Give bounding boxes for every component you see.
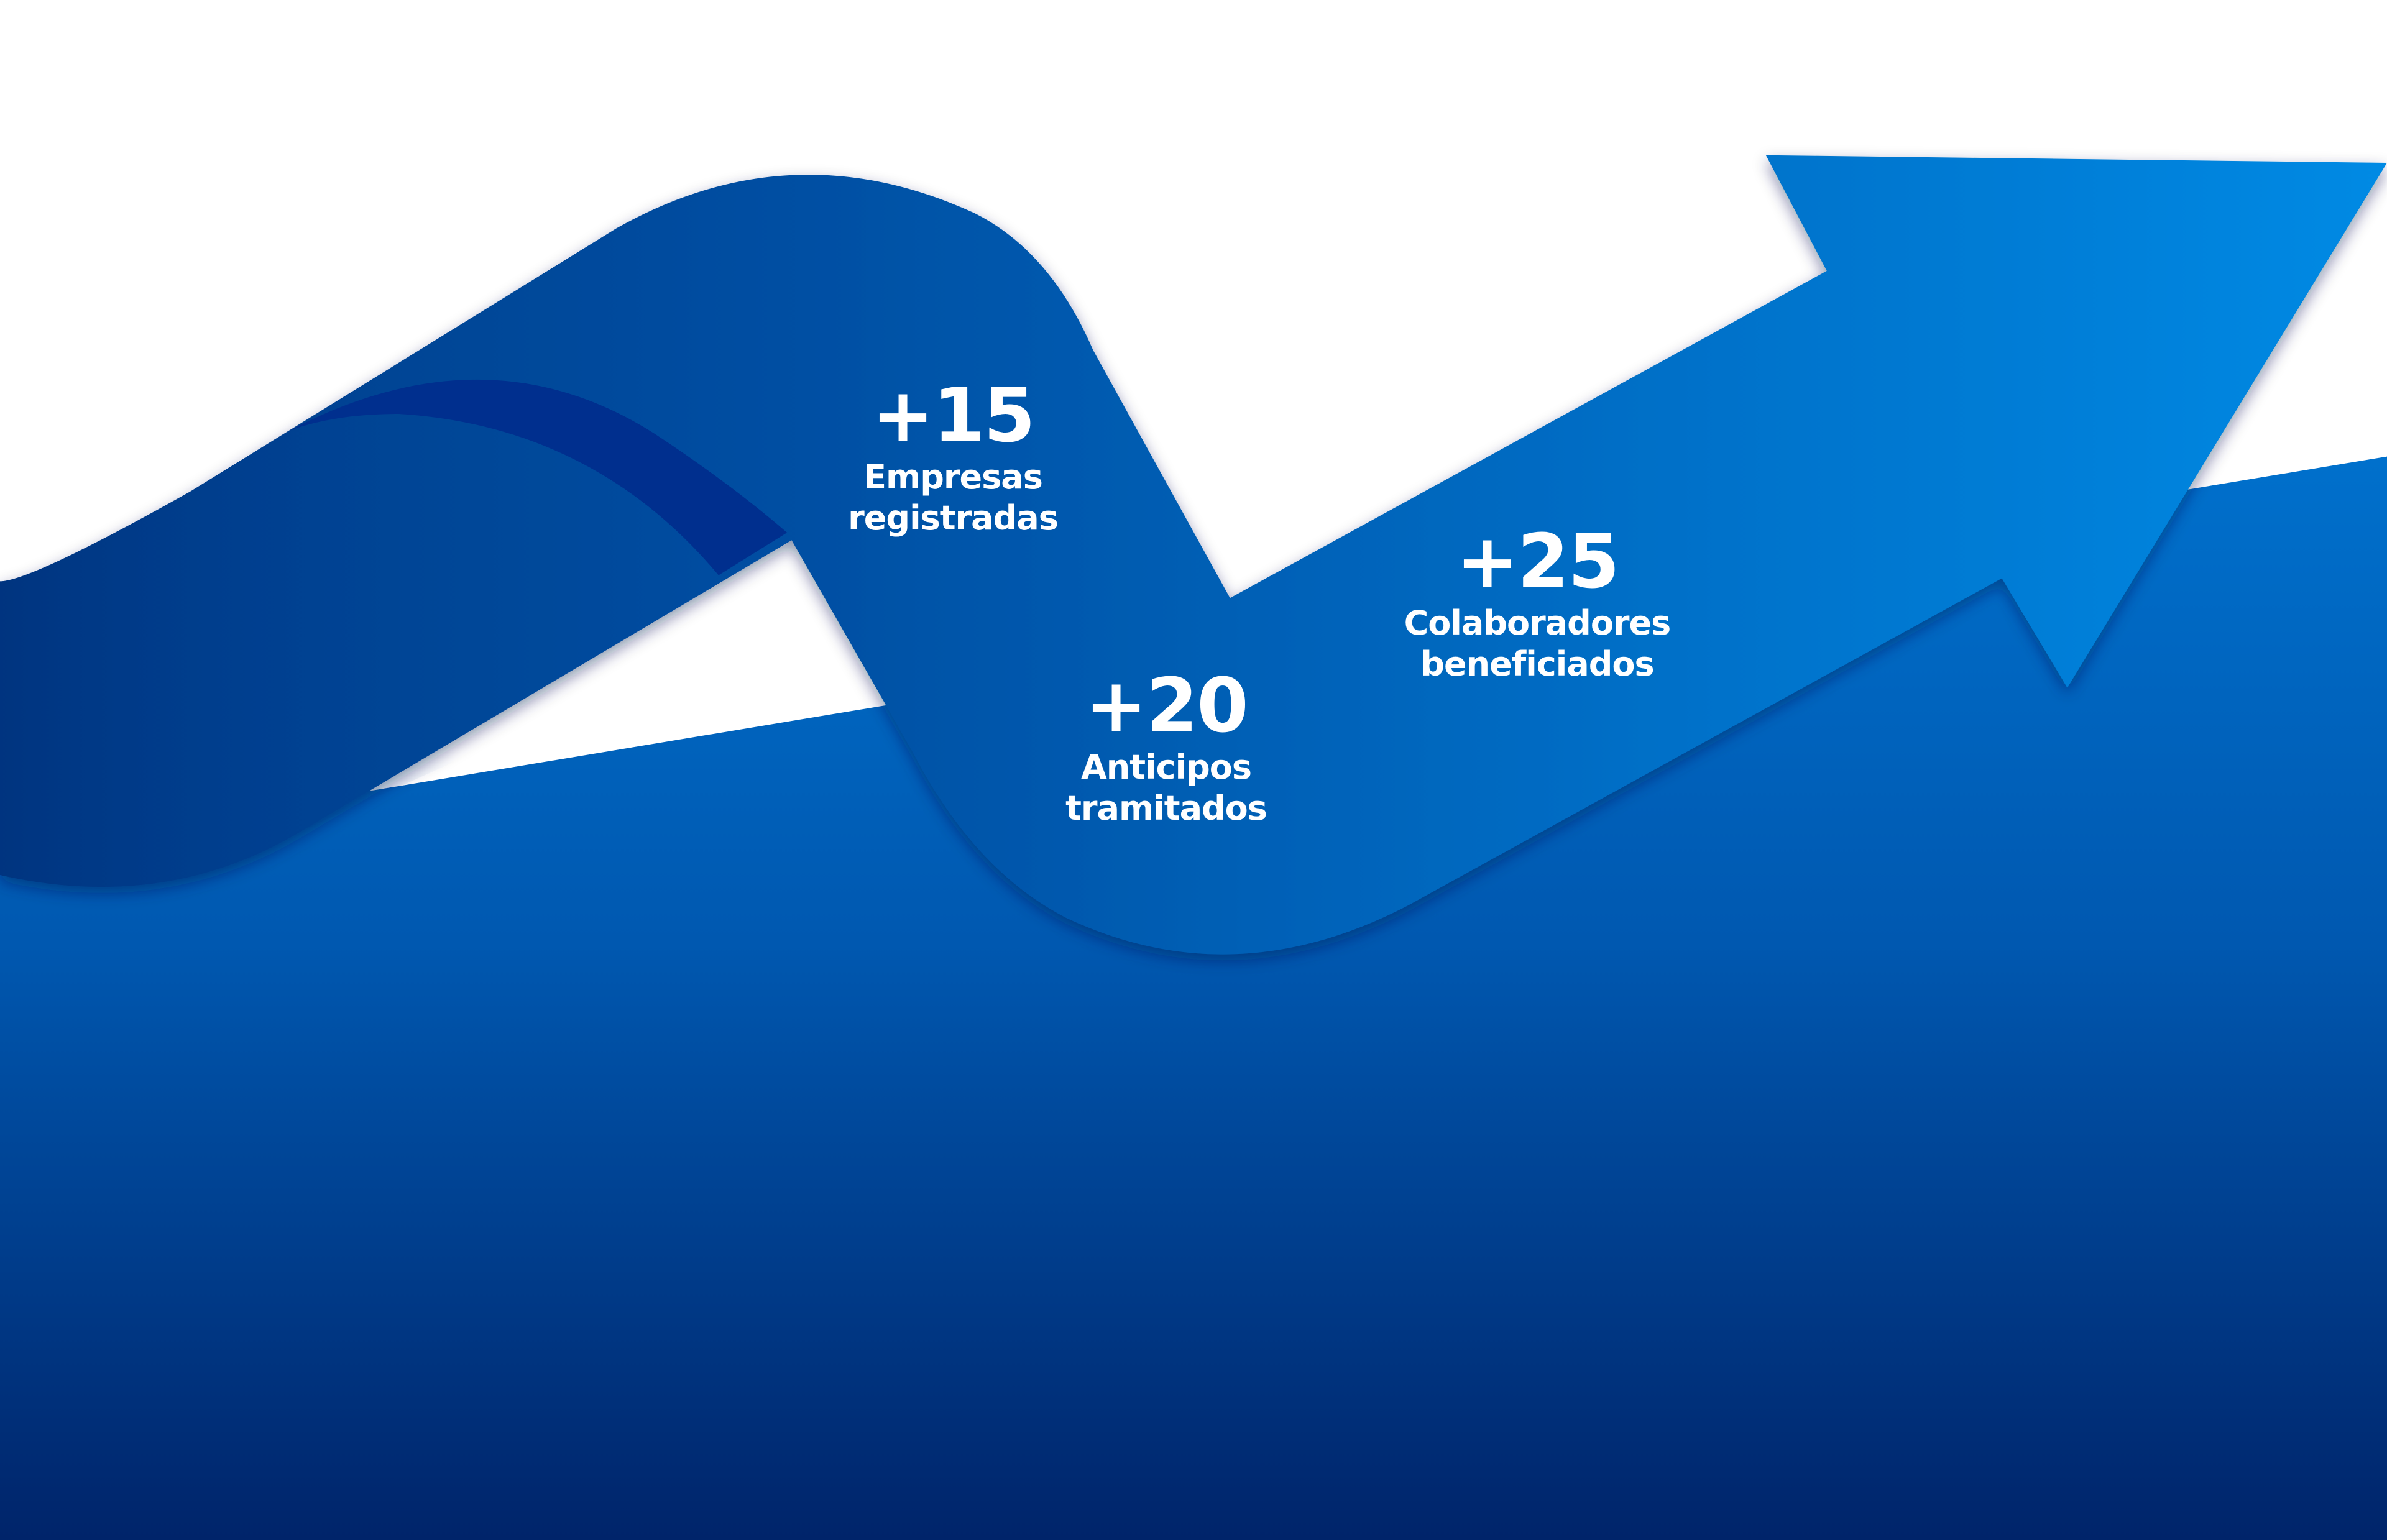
stat-companies: +15 Empresas registradas bbox=[673, 376, 1233, 539]
stat-label: Anticipos bbox=[1081, 748, 1252, 787]
stat-label: registradas bbox=[848, 498, 1059, 538]
stat-employees: +25 Colaboradores beneficiados bbox=[1258, 522, 1817, 685]
stat-value: +20 bbox=[1085, 663, 1249, 749]
base-area bbox=[0, 456, 2387, 1540]
ribbon-arrow bbox=[0, 155, 2387, 955]
stat-label: tramitados bbox=[1065, 789, 1267, 828]
left-shade bbox=[0, 327, 457, 887]
stat-advances: +20 Anticipos tramitados bbox=[886, 666, 1446, 829]
stat-value: +25 bbox=[1456, 519, 1620, 605]
stat-label: beneficiados bbox=[1420, 644, 1654, 684]
stat-label: Empresas bbox=[863, 457, 1043, 497]
stat-value: +15 bbox=[872, 373, 1036, 459]
swoosh bbox=[289, 379, 788, 575]
stat-label: Colaboradores bbox=[1404, 603, 1672, 643]
